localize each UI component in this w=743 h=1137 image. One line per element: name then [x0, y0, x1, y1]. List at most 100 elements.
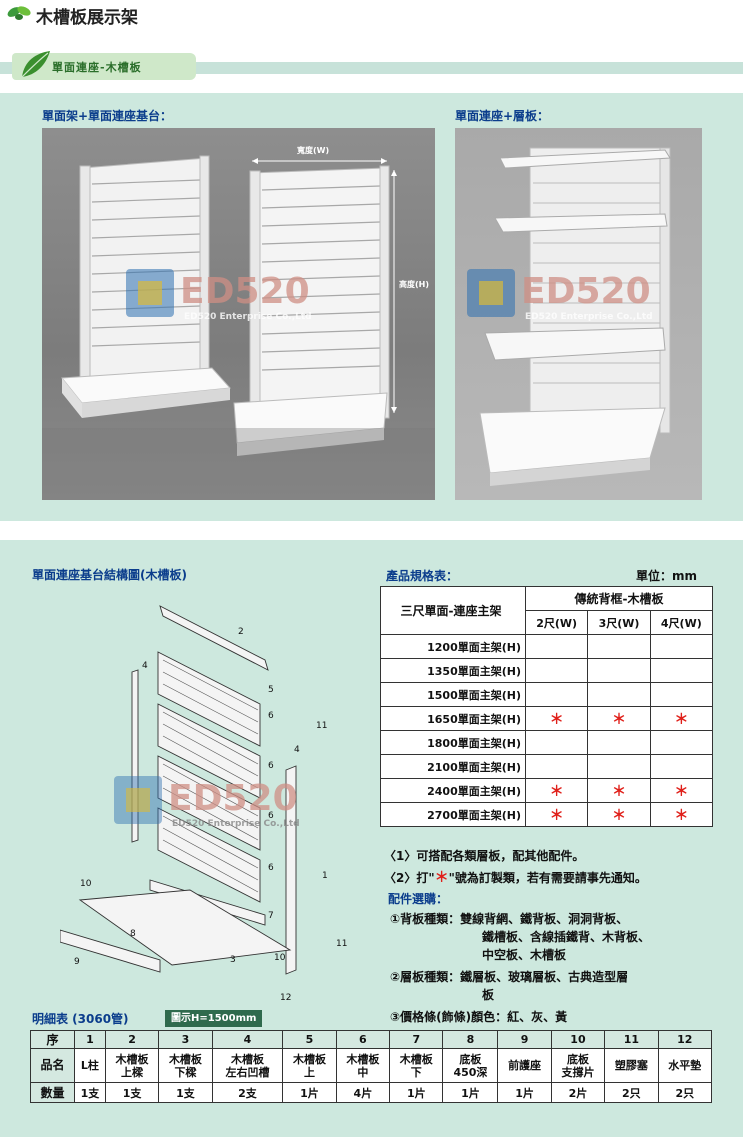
callout-6d: 6 — [268, 863, 274, 873]
detail-seq-cell: 6 — [335, 1030, 391, 1049]
detail-qty-cell: 1片 — [389, 1082, 444, 1103]
spec-table: 三尺單面-連座主架 傳統背框-木槽板 2尺(W) 3尺(W) 4尺(W) 120… — [380, 586, 714, 827]
callout-6a: 6 — [268, 711, 274, 721]
detail-seq-cell: 12 — [657, 1030, 713, 1049]
spec-row-label: 1800單面主架(H) — [380, 730, 526, 755]
custom-order-star: ＊ — [674, 711, 689, 728]
spec-unit: 單位：mm — [636, 569, 698, 583]
detail-seq-cell: 2 — [104, 1030, 160, 1049]
detail-name-line: 450深 — [453, 1065, 488, 1079]
callout-4-right: 4 — [294, 745, 300, 755]
detail-name-cell: 前護座 — [497, 1048, 552, 1083]
spec-cell: ＊ — [649, 778, 714, 803]
spec-cell — [524, 658, 589, 683]
single-sided-rack-photo: 寬度(W) 高度(H) ED520 ED520 Enterprise Co.,L… — [42, 128, 435, 500]
parts-item-1: ①背板種類：雙線背網、鐵背板、洞洞背板、 — [390, 912, 629, 926]
detail-qty-cell: 1片 — [442, 1082, 499, 1103]
detail-name-line: 塑膠塞 — [614, 1059, 648, 1072]
spec-cell — [524, 730, 589, 755]
parts-item-3: ③價格條(飾條)顏色：紅、灰、黃 — [390, 1010, 568, 1024]
spec-cell — [524, 634, 589, 659]
callout-4-left: 4 — [142, 661, 148, 671]
parts-item-2-cont: 板 — [482, 988, 495, 1002]
callout-8: 8 — [130, 929, 136, 939]
spec-row-label: 1650單面主架(H) — [380, 706, 526, 731]
detail-name-line: 下樑 — [174, 1065, 197, 1079]
detail-row-label-seq: 序 — [30, 1030, 75, 1049]
spec-cell — [649, 634, 714, 659]
spec-main-label: 三尺單面-連座主架 — [380, 586, 526, 635]
shelf-rack-illustration — [479, 147, 671, 486]
detail-qty-cell: 1支 — [74, 1082, 106, 1103]
detail-name-line: 支撐片 — [561, 1065, 595, 1079]
detail-qty-cell: 1片 — [282, 1082, 337, 1103]
ed520-watermark-right: ED520 ED520 Enterprise Co.,Ltd — [467, 269, 653, 322]
right-photo-heading: 單面連座+層板： — [455, 109, 550, 123]
parts-item-1-cont: 鐵槽板、含線插鐵背、木背板、 — [482, 930, 651, 944]
spec-group-label: 傳統背框-木槽板 — [525, 586, 713, 611]
detail-qty-cell: 1支 — [104, 1082, 160, 1103]
detail-name-line: L柱 — [80, 1059, 99, 1072]
photo-section: 單面架+單面連座基台： 單面連座+層板： — [0, 93, 743, 521]
section-tab-label: 單面連座-木槽板 — [52, 61, 142, 74]
spec-cell — [649, 730, 714, 755]
spec-cell — [587, 634, 651, 659]
spec-cell — [649, 682, 714, 707]
spec-cell — [587, 730, 651, 755]
spec-row: 1200單面主架(H) — [380, 634, 714, 659]
spec-row-label: 1200單面主架(H) — [380, 634, 526, 659]
spec-cell: ＊ — [649, 802, 714, 827]
detail-seq-cell: 9 — [497, 1030, 552, 1049]
detail-qty-cell: 2只 — [657, 1082, 713, 1103]
page-header: 木槽板展示架 單面連座-木槽板 — [0, 0, 743, 93]
spec-row: 2100單面主架(H) — [380, 754, 714, 779]
detail-name-cell: 木槽板下樑 — [158, 1048, 213, 1083]
detail-name-line: 木槽板 — [168, 1052, 202, 1066]
detail-name-line: 中 — [357, 1065, 369, 1079]
spec-cell: ＊ — [524, 802, 589, 827]
detail-name-cell: 水平墊 — [657, 1048, 713, 1083]
spec-cell: ＊ — [524, 706, 589, 731]
detail-heading: 明細表 (3060管) — [32, 1012, 129, 1026]
note-2: 〈2〉打"＊"號為訂製類，若有需要請事先通知。 — [384, 870, 647, 886]
spec-row-label: 2100單面主架(H) — [380, 754, 526, 779]
detail-name-line: 上 — [303, 1065, 315, 1079]
detail-name-cell: L柱 — [74, 1048, 106, 1083]
custom-order-star: ＊ — [674, 807, 689, 824]
detail-qty-cell: 1支 — [158, 1082, 213, 1103]
detail-qty-cell: 4片 — [335, 1082, 391, 1103]
spec-cell: ＊ — [524, 778, 589, 803]
spec-cell — [524, 682, 589, 707]
callout-10-bottom: 10 — [274, 953, 286, 963]
detail-name-cell: 塑膠塞 — [604, 1048, 659, 1083]
detail-name-cell: 底板支撐片 — [550, 1048, 606, 1083]
detail-name-line: 水平墊 — [668, 1059, 702, 1072]
spec-cell: ＊ — [649, 706, 714, 731]
height-label: 高度(H) — [399, 280, 430, 289]
custom-order-star: ＊ — [549, 711, 564, 728]
detail-name-line: 下 — [410, 1065, 422, 1079]
callout-12: 12 — [280, 993, 291, 1003]
detail-qty-cell: 2支 — [211, 1082, 284, 1103]
callout-10-left: 10 — [80, 879, 92, 889]
detail-name-cell: 木槽板中 — [335, 1048, 391, 1083]
detail-name-line: 木槽板 — [346, 1052, 380, 1066]
rack-illustration — [42, 155, 435, 500]
detail-row-label-name: 品名 — [30, 1048, 75, 1083]
structure-diagram: 2 4 5 6 11 4 6 6 6 1 7 10 8 3 11 10 9 12 — [60, 605, 347, 1003]
detail-qty-cell: 1片 — [497, 1082, 552, 1103]
spec-row-label: 1500單面主架(H) — [380, 682, 526, 707]
callout-5: 5 — [268, 685, 274, 695]
detail-name-line: 木槽板 — [292, 1052, 326, 1066]
spec-col-2ft: 2尺(W) — [524, 610, 589, 635]
shelf-rack-photo: ED520 ED520 Enterprise Co.,Ltd — [455, 128, 702, 500]
callout-3: 3 — [230, 955, 236, 965]
spec-cell: ＊ — [587, 706, 651, 731]
spec-notes: 〈1〉可搭配各類層板，配其他配件。 〈2〉打"＊"號為訂製類，若有需要請事先通知… — [384, 845, 647, 889]
detail-seq-cell: 11 — [604, 1030, 659, 1049]
parts-item-1-cont2: 中空板、木槽板 — [482, 948, 567, 962]
parts-item-2: ②層板種類：鐵層板、玻璃層板、古典造型層 — [390, 970, 629, 984]
watermark-text: ED520 — [521, 271, 651, 312]
watermark-subtext: ED520 Enterprise Co.,Ltd — [172, 819, 300, 829]
